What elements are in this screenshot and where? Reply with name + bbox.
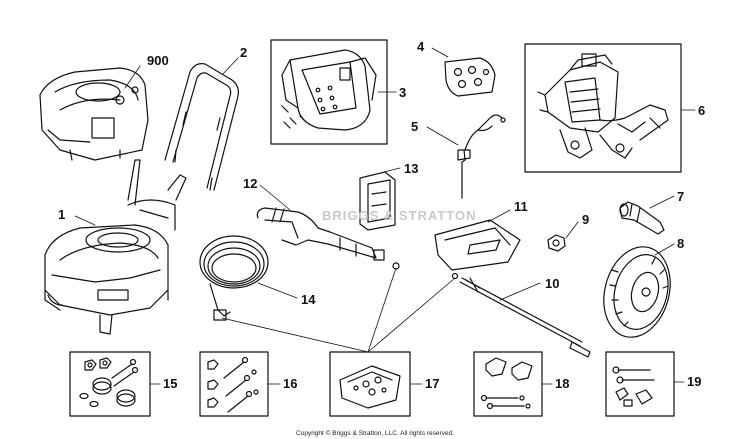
- kit-box-17: [329, 351, 411, 417]
- handle-part: [164, 63, 239, 191]
- hardware-kit-16: [207, 356, 259, 413]
- spray-gun-part: [256, 207, 385, 261]
- fitting-kit-part: [444, 57, 496, 97]
- hardware-kit-19: [612, 366, 655, 407]
- callout-15: 15: [163, 376, 178, 391]
- callout-5: 5: [411, 119, 419, 134]
- callout-19: 19: [687, 374, 702, 389]
- nut-part: [547, 234, 566, 252]
- wheel-part: [603, 246, 671, 338]
- callout-3: 3: [399, 85, 407, 100]
- hardware-kit-18: [480, 357, 533, 410]
- callout-6: 6: [698, 103, 706, 118]
- callout-900: 900: [147, 53, 169, 68]
- callout-14: 14: [301, 292, 316, 307]
- callout-9: 9: [582, 212, 590, 227]
- kit-box-6: [524, 43, 682, 173]
- hardware-kit-15: [79, 357, 139, 408]
- callout-7: 7: [677, 189, 685, 204]
- callout-16: 16: [283, 376, 298, 391]
- callout-1: 1: [58, 207, 66, 222]
- callout-18: 18: [555, 376, 570, 391]
- control-panel-part: [281, 49, 377, 131]
- callout-11: 11: [514, 199, 528, 214]
- hardware-kit-17: [339, 365, 401, 409]
- kit-box-19: [605, 351, 675, 417]
- hose-part: [199, 235, 400, 321]
- callout-13: 13: [404, 161, 419, 176]
- callout-12: 12: [243, 176, 258, 191]
- callout-8: 8: [677, 236, 685, 251]
- unloader-part: [457, 114, 506, 199]
- copyright-notice: Copyright © Briggs & Stratton, LLC. All …: [296, 430, 454, 437]
- frame-part: [44, 159, 187, 335]
- engine-part: [39, 67, 149, 161]
- callout-10: 10: [545, 276, 560, 291]
- callout-2: 2: [240, 45, 248, 60]
- inlet-part: [619, 201, 665, 235]
- manual-part: [434, 219, 521, 271]
- callout-17: 17: [425, 376, 440, 391]
- callout-4: 4: [417, 39, 425, 54]
- watermark-text: BRIGGS & STRATTON: [322, 208, 477, 223]
- pump-part: [537, 53, 669, 159]
- leader-lines: [221, 267, 456, 353]
- lance-part: [451, 272, 591, 358]
